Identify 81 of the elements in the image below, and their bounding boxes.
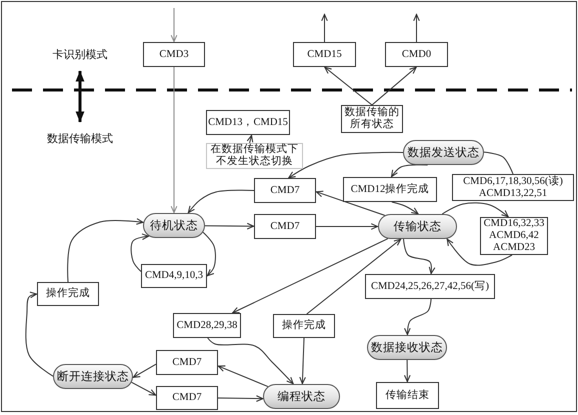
step-text: CMD3: [159, 48, 189, 60]
arrow: [25, 292, 54, 377]
step-text: CMD16,32,33 ACMD6,42 ACMD23: [482, 218, 546, 254]
note-text: 在数据传输模式下不发生状态切换: [210, 144, 300, 168]
arrow: [132, 364, 156, 378]
step-text: 数据传输的所有状态: [344, 107, 400, 131]
state-text: 数据发送状态: [408, 146, 480, 159]
arrow: [202, 232, 216, 276]
state-pill: [367, 335, 447, 360]
arrow: [321, 14, 328, 42]
process-box: [143, 42, 205, 67]
process-box: [156, 386, 218, 410]
mode-label: 卡识别模式: [52, 48, 108, 61]
state-text: 数据接收状态: [371, 341, 443, 354]
state-pill: [263, 384, 340, 409]
state-pill: [143, 213, 205, 238]
arrow: [170, 66, 178, 214]
arrow: [446, 238, 513, 266]
step-text: 操作完成: [46, 288, 90, 300]
arrow: [403, 238, 436, 274]
arrow: [442, 202, 509, 218]
arrow: [67, 218, 144, 282]
arrow: [372, 66, 417, 106]
step-text: CMD4,9,10,3: [144, 270, 204, 282]
step-text: CMD12操作完成: [350, 184, 430, 196]
arrow: [188, 190, 254, 214]
step-text: 操作完成: [282, 320, 326, 332]
arrow: [391, 202, 419, 214]
state-pill: [53, 364, 133, 389]
process-box: [273, 314, 335, 338]
arrow: [404, 360, 411, 382]
arrow: [316, 223, 378, 230]
mode-label: 数据传输模式: [47, 132, 113, 145]
process-box: [385, 42, 448, 67]
process-box: [141, 264, 207, 288]
process-box: [206, 110, 290, 135]
step-text: CMD0: [402, 48, 432, 60]
step-text: CMD15: [307, 48, 342, 60]
double-arrow: [76, 70, 84, 123]
arrow: [316, 190, 386, 216]
step-text: CMD7: [270, 184, 300, 196]
step-text: CMD13，CMD15: [208, 116, 288, 128]
step-text: CMD6,17,18,30,56(读) ACMD13,22,51: [462, 176, 564, 200]
arrow: [390, 164, 428, 178]
arrow: [131, 382, 156, 396]
process-box: [452, 174, 574, 201]
process-box: [173, 313, 241, 338]
state-pill: [403, 140, 484, 165]
arrow: [299, 338, 306, 384]
connector-line: [484, 152, 514, 174]
state-text: 待机状态: [150, 219, 198, 232]
step-text: CMD7: [172, 392, 202, 404]
arrow: [204, 222, 254, 230]
arrow: [130, 233, 150, 272]
state-text: 断开连接状态: [57, 370, 129, 383]
arrow: [218, 365, 268, 388]
process-box: [37, 282, 99, 306]
arrow: [404, 298, 432, 336]
process-box: [365, 274, 495, 299]
arrow: [218, 395, 264, 402]
arrow: [170, 8, 178, 42]
state-text: 传输状态: [394, 220, 442, 233]
step-text: 传输结束: [386, 390, 430, 402]
process-box: [293, 42, 356, 67]
arrow: [324, 66, 372, 106]
process-box: [156, 350, 218, 375]
process-box: [254, 214, 316, 239]
arrow: [288, 152, 404, 178]
step-text: CMD7: [172, 356, 202, 368]
process-box: [376, 382, 439, 409]
process-box: [254, 178, 316, 203]
step-text: CMD7: [270, 220, 300, 232]
arrow: [232, 238, 388, 314]
step-text: CMD24,25,26,27,42,56(写): [370, 280, 490, 292]
process-box: [343, 177, 437, 202]
state-pill: [378, 214, 457, 239]
arrow: [246, 134, 254, 144]
arrow: [413, 14, 420, 42]
state-text: 编程状态: [278, 390, 326, 403]
arrow: [306, 238, 402, 314]
step-text: CMD28,29,38: [176, 320, 238, 332]
